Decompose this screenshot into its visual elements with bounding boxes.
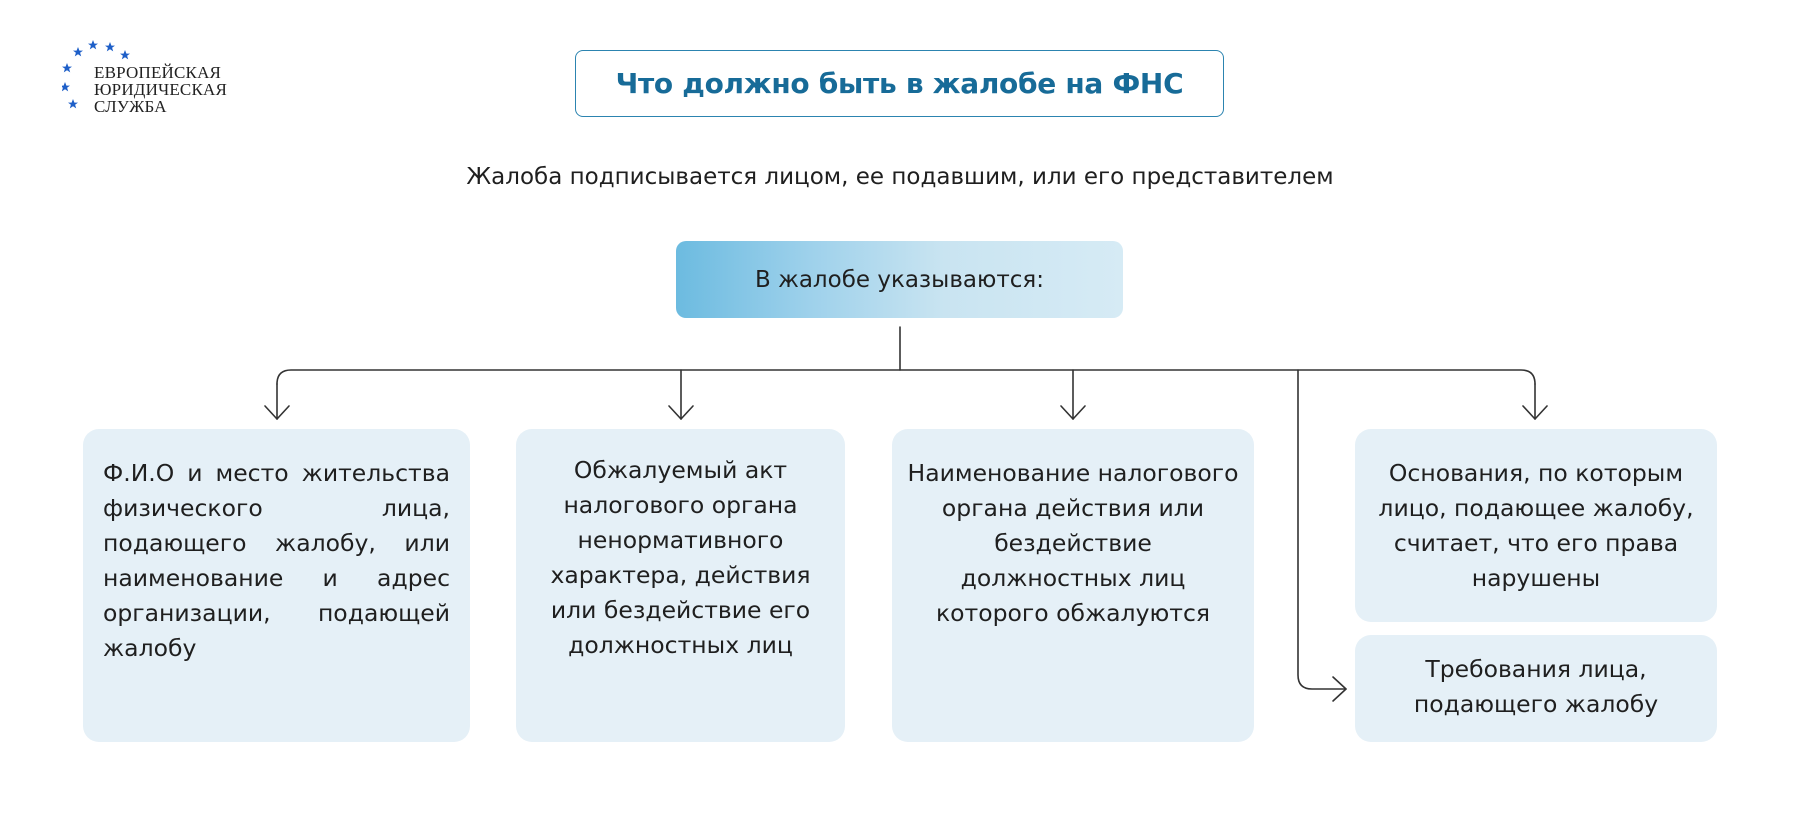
star-icon — [105, 42, 115, 52]
logo-line: СЛУЖБА — [94, 97, 167, 116]
subtitle: Жалоба подписывается лицом, ее подавшим,… — [466, 164, 1334, 190]
item-text: Основания, по которым лицо, подающее жал… — [1378, 459, 1694, 592]
page-title: Что должно быть в жалобе на ФНС — [615, 67, 1184, 100]
arrow-down-icon — [1060, 405, 1086, 420]
connector-branch-5 — [1297, 369, 1347, 690]
root-node: В жалобе указываются: — [676, 241, 1123, 318]
star-icon — [62, 63, 72, 73]
logo-text: ЕВРОПЕЙСКАЯ ЮРИДИЧЕСКАЯ СЛУЖБА — [94, 64, 227, 115]
title-box: Что должно быть в жалобе на ФНС — [575, 50, 1224, 117]
arrow-down-icon — [264, 405, 290, 420]
item-text: Обжалуемый акт налогового органа ненорма… — [550, 456, 811, 659]
star-icon — [120, 50, 130, 60]
star-icon — [68, 99, 78, 109]
item-card-demands: Требования лица, подающего жалобу — [1355, 635, 1717, 742]
connector-horizontal — [276, 369, 1536, 385]
root-node-label: В жалобе указываются: — [755, 266, 1044, 293]
star-icon — [73, 47, 83, 57]
item-card-appealed-act: Обжалуемый акт налогового органа ненорма… — [516, 429, 845, 742]
logo: ЕВРОПЕЙСКАЯ ЮРИДИЧЕСКАЯ СЛУЖБА — [62, 38, 262, 118]
logo-line: ЕВРОПЕЙСКАЯ — [94, 63, 222, 82]
item-text: Ф.И.О и место жительства физического лиц… — [103, 459, 450, 662]
logo-line: ЮРИДИЧЕСКАЯ — [94, 80, 228, 99]
eu-stars-icon — [62, 40, 130, 109]
item-text: Наименование налогового органа действия … — [907, 459, 1239, 627]
star-icon — [88, 40, 98, 50]
item-card-applicant: Ф.И.О и место жительства физического лиц… — [83, 429, 470, 742]
arrow-right-icon — [1332, 676, 1347, 702]
item-card-tax-authority: Наименование налогового органа действия … — [892, 429, 1254, 742]
item-text: Требования лица, подающего жалобу — [1413, 655, 1659, 718]
star-icon — [62, 82, 70, 92]
arrow-down-icon — [668, 405, 694, 420]
item-card-grounds: Основания, по которым лицо, подающее жал… — [1355, 429, 1717, 622]
arrow-down-icon — [1522, 405, 1548, 420]
